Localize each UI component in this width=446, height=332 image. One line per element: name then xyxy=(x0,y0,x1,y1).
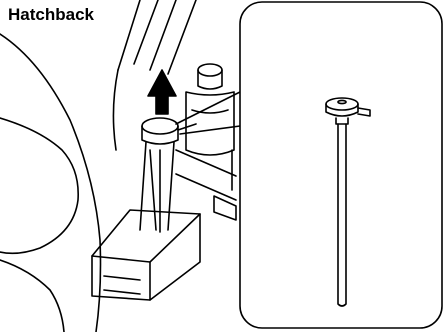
vehicle-type-caption: Hatchback xyxy=(6,5,96,25)
dipstick-detail-callout xyxy=(240,2,442,328)
washer-fluid-reservoir xyxy=(92,118,200,300)
vehicle-body xyxy=(0,0,236,332)
pull-up-arrow xyxy=(148,70,176,114)
background-bottle xyxy=(186,64,234,155)
